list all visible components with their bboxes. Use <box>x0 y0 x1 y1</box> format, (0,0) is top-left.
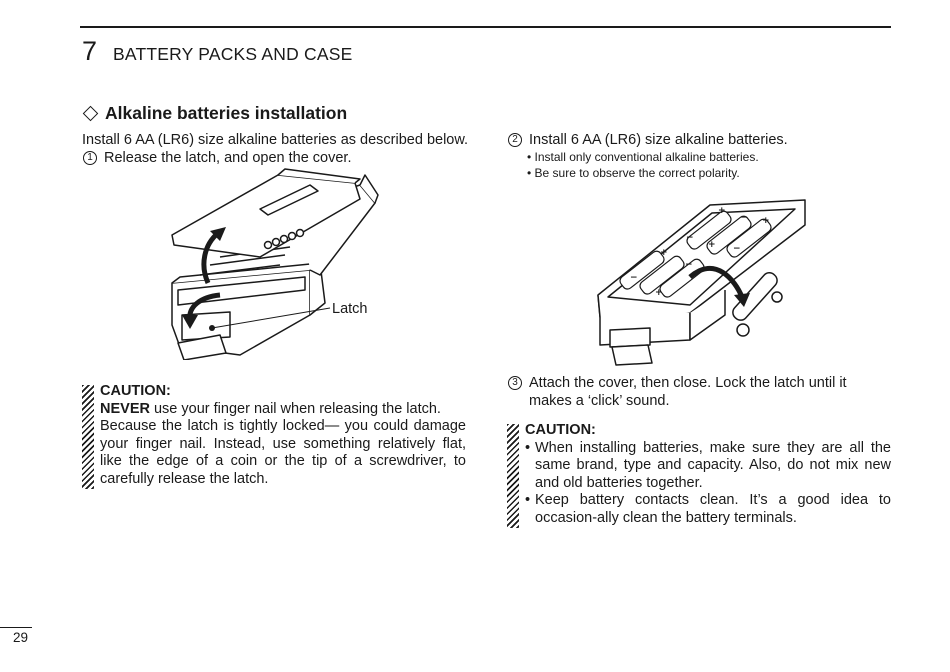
caution-bullet-1: •When installing batteries, make sure th… <box>525 439 891 491</box>
svg-text:+: + <box>762 216 770 226</box>
svg-text:+: + <box>655 288 663 298</box>
caution-line-1: NEVER use your finger nail when releasin… <box>100 401 466 419</box>
step-number-2: 2 <box>508 133 522 147</box>
caution-line-1-rest: use your finger nail when releasing the … <box>149 400 441 417</box>
caution-title: CAUTION: <box>100 383 171 399</box>
svg-text:−: − <box>740 213 748 223</box>
latch-label: Latch <box>332 301 368 317</box>
diamond-icon <box>82 105 99 122</box>
chapter-heading: 7 BATTERY PACKS AND CASE <box>82 36 352 67</box>
chapter-title: BATTERY PACKS AND CASE <box>113 44 353 64</box>
step-2: 2 Install 6 AA (LR6) size alkaline batte… <box>507 131 788 149</box>
caution-bullet-1-text: When installing batteries, make sure the… <box>535 439 891 491</box>
header-rule <box>80 26 891 28</box>
svg-text:+: + <box>708 240 716 250</box>
svg-text:+: + <box>718 206 726 216</box>
footer-rule <box>0 627 32 628</box>
step-number-1: 1 <box>83 151 97 165</box>
caution-right: CAUTION: •When installing batteries, mak… <box>525 422 891 527</box>
caution-bullet-2-text: Keep battery contacts clean. It’s a good… <box>535 492 891 526</box>
section-title-text: Alkaline batteries installation <box>105 103 348 123</box>
svg-text:−: − <box>630 273 638 283</box>
step-2-bullet-1: • Install only conventional alkaline bat… <box>527 150 759 164</box>
caution-bullet-2: •Keep battery contacts clean. It’s a goo… <box>525 492 891 526</box>
svg-text:+: + <box>660 248 668 258</box>
step-2-bullet-2: • Be sure to observe the correct polarit… <box>527 166 740 180</box>
battery-cover-illustration <box>171 168 379 360</box>
step-1: 1 Release the latch, and open the cover. <box>82 149 351 167</box>
caution-body: Because the latch is tightly locked— you… <box>100 418 466 487</box>
svg-text:−: − <box>685 260 693 270</box>
step-number-3: 3 <box>508 376 522 390</box>
caution-hatch-right <box>507 424 519 528</box>
intro-text: Install 6 AA (LR6) size alkaline batteri… <box>82 132 469 148</box>
caution-emphasis: NEVER <box>100 400 150 417</box>
page-number: 29 <box>13 630 29 645</box>
svg-text:−: − <box>733 244 741 254</box>
step-1-text: Release the latch, and open the cover. <box>104 150 352 166</box>
battery-install-illustration: + − + − + − + − − + <box>597 199 806 366</box>
caution-left: CAUTION: NEVER use your finger nail when… <box>100 383 466 488</box>
caution-title-right: CAUTION: <box>525 422 596 438</box>
chapter-number: 7 <box>82 36 98 66</box>
step-2-text: Install 6 AA (LR6) size alkaline batteri… <box>529 132 788 148</box>
step-3: 3 Attach the cover, then close. Lock the… <box>507 374 891 410</box>
svg-text:−: − <box>686 233 694 243</box>
step-3-text: Attach the cover, then close. Lock the l… <box>529 375 847 409</box>
caution-hatch-left <box>82 385 94 489</box>
section-title: Alkaline batteries installation <box>82 103 347 124</box>
